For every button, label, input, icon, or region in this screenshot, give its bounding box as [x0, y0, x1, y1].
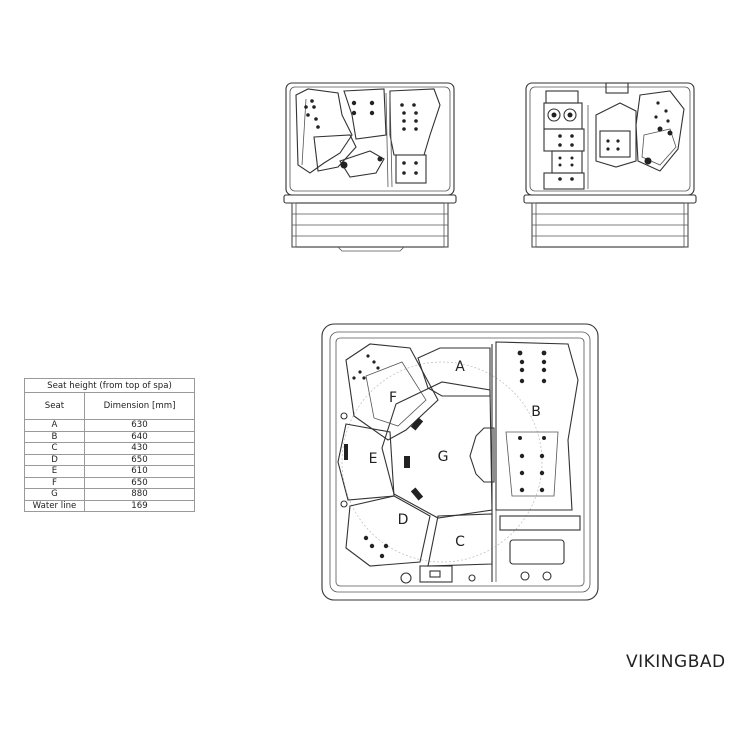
spa-front-view-left	[283, 82, 457, 252]
table-header-dimension: Dimension [mm]	[84, 392, 195, 420]
seat-label-c: C	[455, 534, 465, 550]
seat-label-e: E	[368, 451, 378, 467]
seat-label-f: F	[388, 390, 398, 406]
seat-cell: B	[24, 430, 85, 443]
dimension-cell: 650	[84, 453, 195, 466]
table-row: D 650	[24, 453, 195, 466]
dimension-cell: 610	[84, 465, 195, 478]
table-row: E 610	[24, 465, 195, 478]
seat-label-g: G	[437, 449, 449, 465]
seat-cell: D	[24, 453, 85, 466]
spa-top-view	[321, 323, 599, 601]
seat-label-a: A	[455, 359, 465, 375]
seat-cell: E	[24, 465, 85, 478]
table-row: G 880	[24, 488, 195, 501]
dimension-cell: 880	[84, 488, 195, 501]
table-row: A 630	[24, 419, 195, 432]
seat-label-b: B	[531, 404, 541, 420]
dimension-cell: 169	[84, 499, 195, 512]
dimension-cell: 650	[84, 476, 195, 489]
table-row: F 650	[24, 476, 195, 489]
table-row: Water line 169	[24, 499, 195, 512]
table-row: B 640	[24, 430, 195, 443]
table-title: Seat height (from top of spa)	[24, 378, 195, 393]
dimension-cell: 430	[84, 442, 195, 455]
seat-cell: C	[24, 442, 85, 455]
spa-front-view-right	[523, 82, 697, 248]
seat-cell: F	[24, 476, 85, 489]
seat-label-d: D	[397, 512, 409, 528]
brand-logo: VIKINGBAD	[626, 652, 726, 672]
dimension-cell: 640	[84, 430, 195, 443]
dimension-cell: 630	[84, 419, 195, 432]
seat-cell: Water line	[24, 499, 85, 512]
seat-cell: G	[24, 488, 85, 501]
seat-height-table: Seat height (from top of spa) Seat Dimen…	[24, 378, 195, 512]
table-row: C 430	[24, 442, 195, 455]
seat-cell: A	[24, 419, 85, 432]
table-header-seat: Seat	[24, 392, 85, 420]
